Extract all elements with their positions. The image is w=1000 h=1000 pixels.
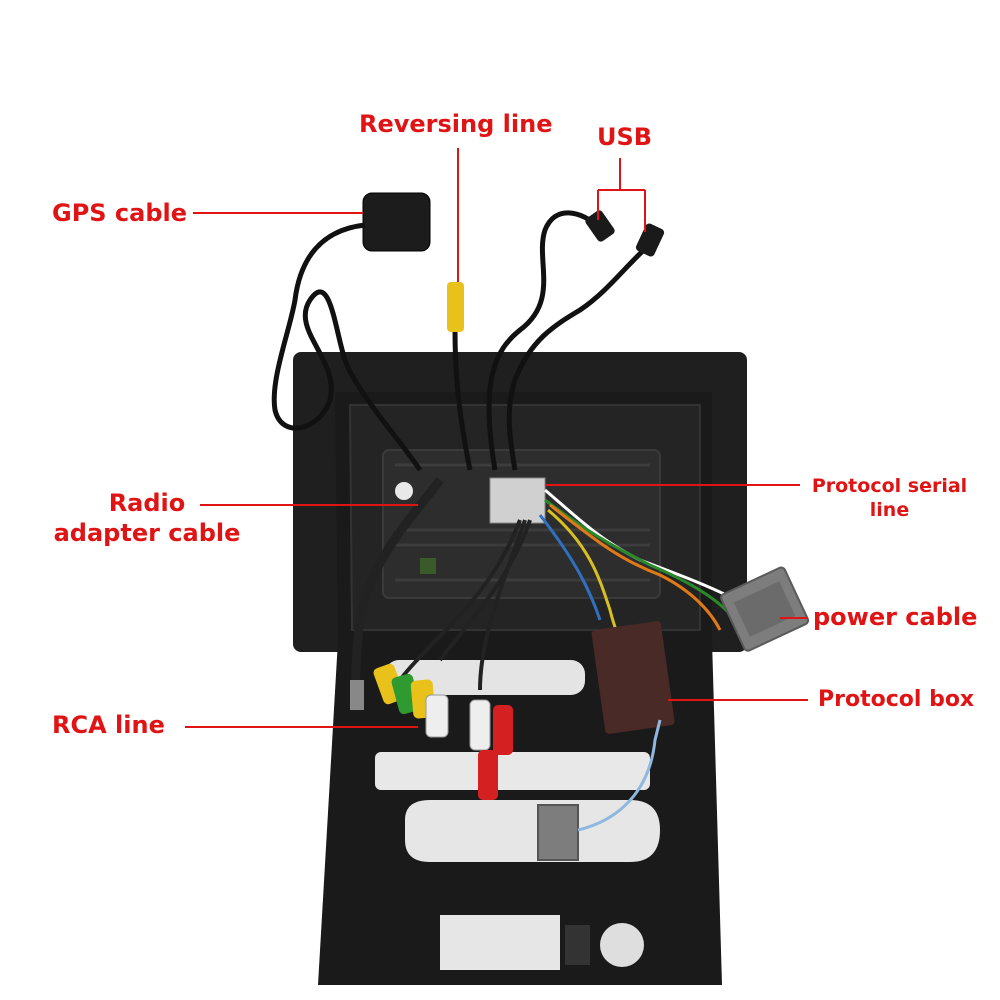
label-radio-adapter-line2: adapter cable (53, 519, 241, 547)
leader-lines (185, 148, 808, 728)
radio-adapter-plug (350, 680, 364, 710)
label-protocol-serial-line1: Protocol serial (811, 475, 968, 497)
power-cable-connector (720, 566, 810, 652)
label-usb: USB (597, 123, 653, 151)
label-reversing-line: Reversing line (359, 110, 553, 138)
frame-bottom-tab (565, 925, 590, 965)
label-radio-adapter-cable: Radio adapter cable (52, 488, 242, 548)
frame-bottom-hole (600, 923, 644, 967)
rca-plugs (373, 663, 513, 800)
lower-harness-wires (577, 719, 662, 832)
usb-cable-b (506, 238, 657, 471)
protocol-box (591, 621, 675, 734)
panel-sticker-icon (395, 482, 413, 500)
usb-plug-b (635, 223, 665, 257)
panel-port-block (489, 477, 546, 524)
frame-slot-upper (385, 660, 585, 695)
label-gps-cable: GPS cable (52, 199, 188, 227)
label-protocol-serial-line2: line (869, 499, 910, 521)
label-radio-adapter-line1: Radio (108, 489, 186, 517)
label-power-cable: power cable (813, 603, 978, 631)
leader-usb (597, 158, 646, 232)
frame-slot-lower (405, 800, 660, 862)
label-rca-line: RCA line (52, 711, 165, 739)
label-protocol-box: Protocol box (818, 687, 975, 712)
label-protocol-serial-line: Protocol serial line (807, 474, 972, 522)
gps-antenna (362, 192, 431, 252)
panel-vent-grille (395, 463, 650, 582)
gps-cable-coil (271, 222, 423, 472)
frame-slot-middle (375, 752, 650, 790)
panel-small-square (420, 558, 436, 574)
usb-cable-a (486, 210, 602, 471)
frame-bottom-slot (440, 915, 560, 970)
usb-plug-a (585, 210, 615, 242)
lower-harness-connector (537, 804, 579, 861)
rca-bundle (398, 519, 532, 691)
reversing-line-rca-plug (447, 282, 464, 332)
reversing-line-cable (452, 329, 473, 471)
